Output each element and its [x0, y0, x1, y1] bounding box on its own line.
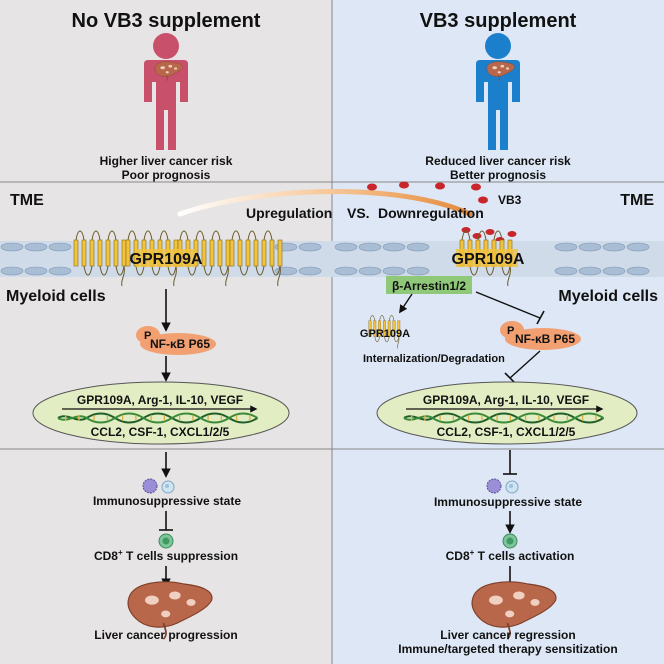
right-receptor-label: GPR109A — [452, 251, 525, 268]
right-panel-bg — [332, 0, 664, 664]
arrestin-to-internalized — [399, 293, 413, 314]
right-phospho-label: P — [507, 325, 514, 337]
left-cd8-label: CD8+ T cells suppression — [94, 548, 238, 563]
comparison-arc — [177, 189, 473, 217]
comparison-vs: VS. — [347, 205, 370, 221]
left-outcome-line2: Poor prognosis — [122, 168, 211, 182]
left-tcell-icon — [158, 533, 174, 549]
left-phospho-label: P — [144, 330, 151, 342]
arrestin-inhibit-nfkb — [475, 291, 541, 319]
right-outcome-line2: Better prognosis — [450, 168, 546, 182]
arrestin-box — [386, 276, 472, 294]
right-title: VB3 supplement — [420, 10, 577, 32]
left-genes-line2: CCL2, CSF-1, CXCL1/2/5 — [91, 425, 230, 439]
left-liver-label: Liver cancer progression — [94, 628, 237, 642]
left-title: No VB3 supplement — [72, 10, 261, 32]
left-genes-line1: GPR109A, Arg-1, IL-10, VEGF — [77, 393, 243, 407]
right-liver-line1: Liver cancer regression — [440, 628, 575, 642]
left-nfkb-complex — [136, 326, 216, 355]
right-cd8-label: CD8+ T cells activation — [446, 548, 575, 563]
left-nfkb-label: NF-κB P65 — [150, 337, 210, 351]
internalized-receptor-label: GPR109A — [360, 328, 410, 340]
right-nfkb-complex — [500, 321, 581, 350]
right-immuno-label: Immunosuppressive state — [434, 495, 582, 509]
comparison-down: Downregulation — [378, 205, 484, 221]
left-tme-label: TME — [10, 192, 44, 209]
left-receptor-label: GPR109A — [130, 251, 203, 268]
right-outcome-line1: Reduced liver cancer risk — [425, 154, 571, 168]
right-nfkb-label: NF-κB P65 — [515, 332, 575, 346]
arrestin-label: β-Arrestin1/2 — [392, 279, 466, 293]
right-inhibit-nfkb-genes — [509, 350, 541, 379]
left-immuno-label: Immunosuppressive state — [93, 494, 241, 508]
right-liver-line2: Immune/targeted therapy sensitization — [398, 642, 617, 656]
right-genes-line2: CCL2, CSF-1, CXCL1/2/5 — [437, 425, 576, 439]
internalization-label: Internalization/Degradation — [363, 353, 505, 365]
right-tme-label: TME — [620, 192, 654, 209]
comparison-up: Upregulation — [246, 205, 332, 221]
vb3-label: VB3 — [498, 193, 522, 207]
right-cell-label: Myeloid cells — [558, 288, 658, 305]
right-tcell-icon — [502, 533, 518, 549]
left-panel-bg — [0, 0, 332, 664]
left-cell-label: Myeloid cells — [6, 288, 106, 305]
right-genes-line1: GPR109A, Arg-1, IL-10, VEGF — [423, 393, 589, 407]
left-outcome-line1: Higher liver cancer risk — [100, 154, 233, 168]
